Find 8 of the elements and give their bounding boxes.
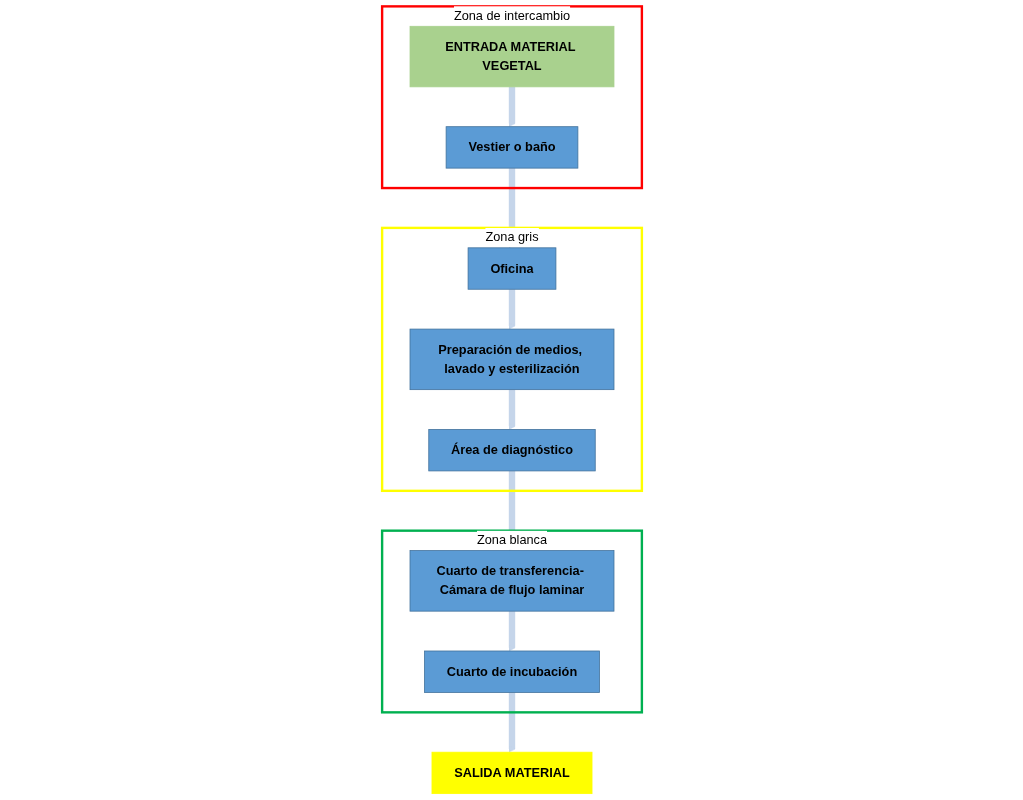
node-box: Área de diagnóstico <box>427 429 596 472</box>
node-box: SALIDA MATERIAL <box>431 751 592 795</box>
node-box: Oficina <box>467 247 556 290</box>
node-box: Preparación de medios, lavado y esterilización <box>409 328 614 391</box>
node-box: Cuarto de transferencia- Cámara de flujo laminar <box>409 550 614 612</box>
node-box: ENTRADA MATERIAL VEGETAL <box>409 25 614 88</box>
node-box: Cuarto de incubación <box>423 650 600 693</box>
node-box: Vestier o baño <box>445 126 578 169</box>
